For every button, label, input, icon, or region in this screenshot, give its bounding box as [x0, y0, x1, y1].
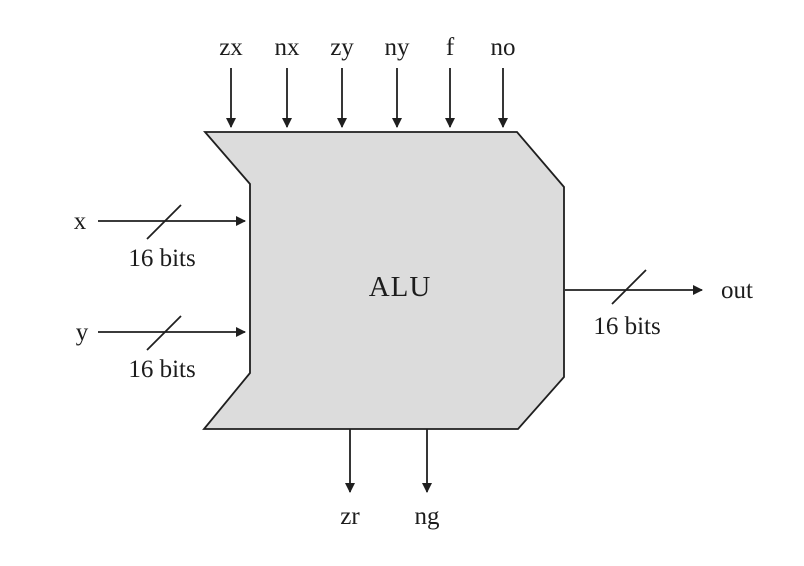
bus-width-label-x: 16 bits	[128, 245, 195, 272]
bus-width-label-out: 16 bits	[593, 313, 660, 340]
control-input-label-no: no	[491, 34, 516, 61]
control-input-label-zx: zx	[219, 34, 243, 61]
bus-slash-y	[146, 315, 182, 351]
bus-slash-out	[611, 269, 647, 305]
alu-body-shape	[202, 131, 565, 430]
control-input-label-nx: nx	[275, 34, 301, 61]
data-input-label-x: x	[74, 208, 87, 235]
output-label-out: out	[721, 277, 753, 304]
control-input-label-ny: ny	[385, 34, 411, 61]
chip-name-label: ALU	[369, 271, 432, 303]
bus-slash-x	[146, 204, 182, 240]
flag-label-ng: ng	[415, 503, 441, 530]
flag-label-zr: zr	[340, 503, 360, 530]
control-input-label-f: f	[446, 34, 455, 61]
data-input-label-y: y	[76, 319, 89, 346]
bus-width-label-y: 16 bits	[128, 356, 195, 383]
control-input-label-zy: zy	[330, 34, 354, 61]
